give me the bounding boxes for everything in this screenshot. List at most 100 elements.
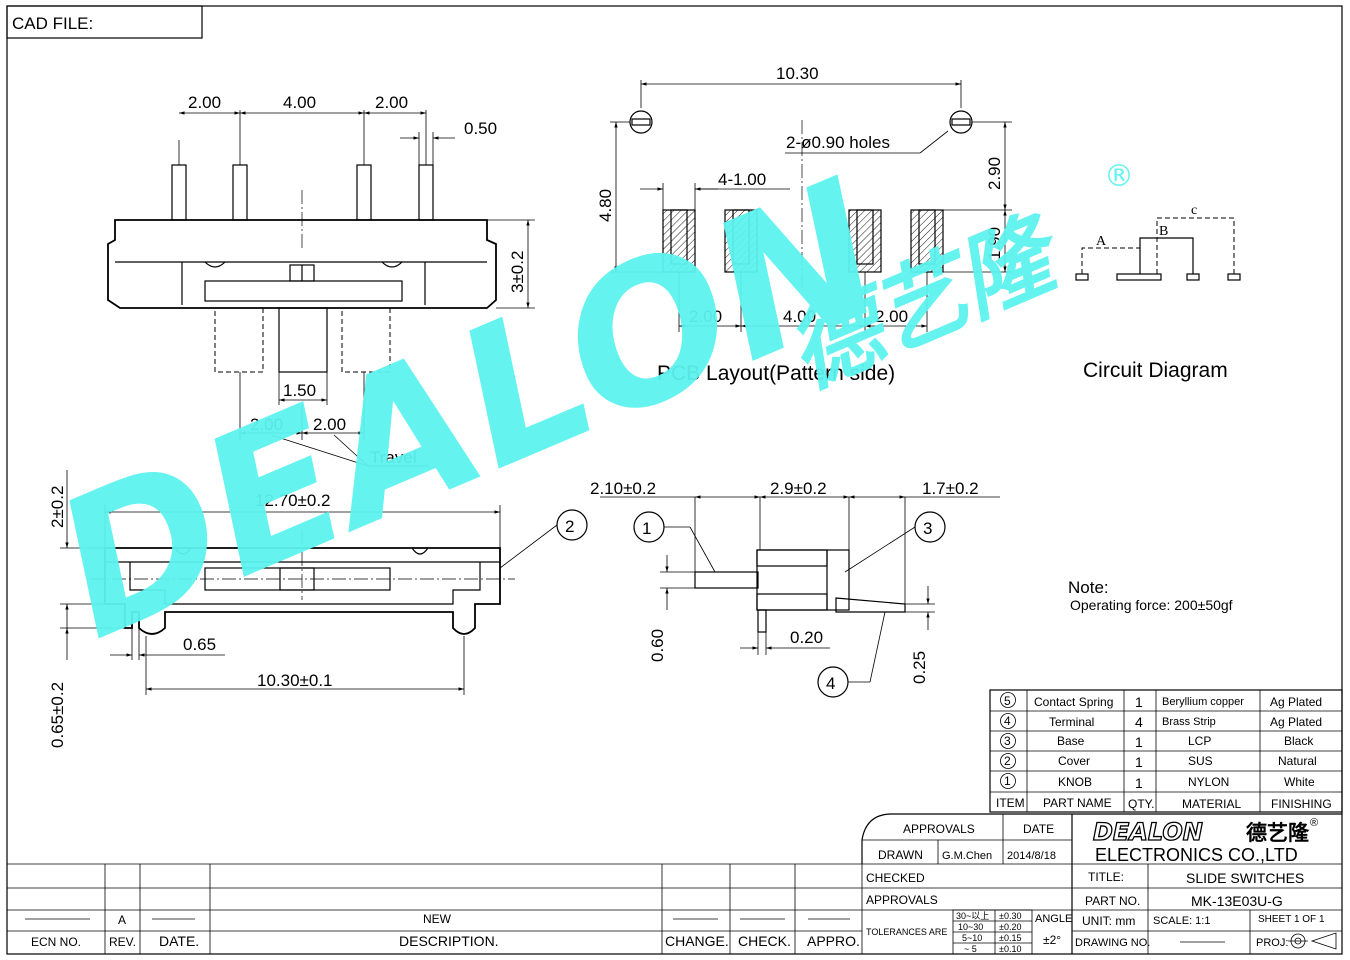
bom-header-material: MATERIAL xyxy=(1182,797,1241,811)
bom-header-item: ITEM xyxy=(996,796,1025,810)
tb-part-no-label: PART NO. xyxy=(1085,894,1140,908)
dim-top-bottom: 0.65±0.2 xyxy=(48,682,67,748)
tb-scale: SCALE: 1:1 xyxy=(1153,915,1210,927)
bom-item: 2 xyxy=(1004,754,1011,768)
tb-unit: UNIT: mm xyxy=(1082,914,1135,928)
bom-table: 5 Contact Spring 1 Beryllium copper Ag P… xyxy=(989,689,1343,813)
tb-title: SLIDE SWITCHES xyxy=(1186,870,1304,886)
bom-finishing: Natural xyxy=(1278,754,1317,768)
rev-header-description: DESCRIPTION. xyxy=(399,933,499,949)
bom-material: Beryllium copper xyxy=(1162,696,1244,708)
bom-item: 1 xyxy=(1004,774,1011,788)
projection-symbol-icon xyxy=(1288,932,1337,950)
note-text: Operating force: 200±50gf xyxy=(1070,597,1233,613)
bom-material: NYLON xyxy=(1188,775,1229,789)
tolerance-row: 5~10 ±0.15 xyxy=(962,933,1021,943)
tb-logo-latin: DEALON xyxy=(1093,818,1203,846)
tb-angle: ±2° xyxy=(1043,933,1061,947)
tb-company: ELECTRONICS CO.,LTD xyxy=(1095,845,1298,865)
tolerance-row: 10~30 ±0.20 xyxy=(958,922,1021,932)
rev-header-change: CHANGE. xyxy=(665,933,729,949)
tol-value: ±0.20 xyxy=(999,922,1021,932)
dim-pin-width: 0.50 xyxy=(464,119,497,138)
tb-drawn: DRAWN xyxy=(878,848,923,862)
tol-value: ±0.30 xyxy=(999,911,1021,921)
balloon-4: 4 xyxy=(826,674,835,693)
bom-qty: 1 xyxy=(1135,734,1143,750)
circuit-diagram: A B c Circuit Diagram xyxy=(1075,203,1241,382)
tb-drawing-no: DRAWING NO. xyxy=(1075,937,1150,949)
dim-top-height: 2±0.2 xyxy=(48,486,67,528)
bom-part: KNOB xyxy=(1058,775,1092,789)
rev-header-ecn: ECN NO. xyxy=(31,935,81,949)
bom-row: 1 KNOB 1 NYLON White xyxy=(1000,773,1315,791)
tol-range: 10~30 xyxy=(958,922,983,932)
dim-front-pin-1: 2.00 xyxy=(188,93,221,112)
tol-value: ±0.15 xyxy=(999,933,1021,943)
bom-qty: 4 xyxy=(1135,714,1143,730)
note-title: Note: xyxy=(1068,578,1109,597)
top-view: 12.70±0.2 2 2±0.2 0.65 10.30±0.1 0.65±0.… xyxy=(48,470,588,748)
circuit-label-b: B xyxy=(1159,224,1168,239)
circuit-label-a: A xyxy=(1096,234,1107,249)
circuit-label-c: c xyxy=(1191,203,1197,218)
dim-025: 0.25 xyxy=(910,651,929,684)
dim-holes: 2-ø0.90 holes xyxy=(786,133,890,152)
rev-letter: A xyxy=(118,913,126,927)
bom-finishing: Black xyxy=(1284,734,1314,748)
bom-row: 2 Cover 1 SUS Natural xyxy=(1000,753,1317,770)
dim-travel-2: 2.00 xyxy=(313,415,346,434)
tol-range: 5~10 xyxy=(962,933,982,943)
dim-pcb-spacing-2: 4.00 xyxy=(783,307,816,326)
tolerance-row: ~ 5 ±0.10 xyxy=(964,944,1021,954)
dim-top-length: 12.70±0.2 xyxy=(255,491,331,510)
bom-material: Brass Strip xyxy=(1162,716,1216,728)
bom-item: 4 xyxy=(1004,714,1011,728)
bom-material: LCP xyxy=(1188,734,1211,748)
front-view: 2.00 4.00 2.00 0.50 3±0.2 1.50 2.00 2.00… xyxy=(107,93,535,467)
dim-front-pin-2: 4.00 xyxy=(283,93,316,112)
bom-material: SUS xyxy=(1188,754,1213,768)
bom-finishing: Ag Plated xyxy=(1270,715,1322,729)
tb-approvals: APPROVALS xyxy=(903,822,975,836)
dim-front-pin-3: 2.00 xyxy=(375,93,408,112)
rev-header-date: DATE. xyxy=(159,933,199,949)
bom-row: 3 Base 1 LCP Black xyxy=(1000,733,1314,750)
bom-header-part: PART NAME xyxy=(1043,796,1112,810)
dim-pcb-spacing-1: 2.00 xyxy=(689,307,722,326)
dim-pad-width: 4-1.00 xyxy=(718,170,766,189)
dim-pad-height: 1.90 xyxy=(985,227,1004,260)
cad-file-label: CAD FILE: xyxy=(12,14,93,33)
bom-header-qty: QTY. xyxy=(1128,797,1154,811)
bom-part: Cover xyxy=(1058,754,1090,768)
bom-part: Contact Spring xyxy=(1034,695,1113,709)
dim-side-2: 2.9±0.2 xyxy=(770,479,827,498)
tol-value: ±0.10 xyxy=(999,944,1021,954)
tol-range: 30~以上 xyxy=(956,911,989,921)
dim-020: 0.20 xyxy=(790,628,823,647)
circuit-caption: Circuit Diagram xyxy=(1083,359,1228,382)
balloon-2: 2 xyxy=(565,517,574,536)
tb-approvals-2: APPROVALS xyxy=(866,893,938,907)
bom-row: 4 Terminal 4 Brass Strip Ag Plated xyxy=(1000,713,1322,730)
bom-item: 3 xyxy=(1004,734,1011,748)
title-block: APPROVALS DATE DRAWN G.M.Chen 2014/8/18 … xyxy=(861,813,1342,955)
tb-logo-cjk: 德艺隆 xyxy=(1246,821,1310,845)
dim-travel-1: 2.00 xyxy=(250,415,283,434)
tb-date: DATE xyxy=(1023,822,1054,836)
bom-finishing: Ag Plated xyxy=(1270,695,1322,709)
bom-item: 5 xyxy=(1004,694,1011,708)
dim-pcb-height: 4.80 xyxy=(596,189,615,222)
tb-drawn-by: G.M.Chen xyxy=(942,850,992,862)
travel-label: Travel xyxy=(370,448,417,467)
bom-header-finishing: FINISHING xyxy=(1271,797,1332,811)
dim-060: 0.60 xyxy=(648,629,667,662)
rev-description: NEW xyxy=(423,912,452,926)
tb-tolerances-label: TOLERANCES ARE xyxy=(866,927,947,937)
dim-side-1: 2.10±0.2 xyxy=(590,479,656,498)
balloon-3: 3 xyxy=(923,519,932,538)
rev-header-appro: APPRO. xyxy=(807,933,860,949)
tb-title-label: TITLE: xyxy=(1088,870,1124,884)
rev-header-rev: REV. xyxy=(109,935,136,949)
dim-height: 3±0.2 xyxy=(508,251,527,293)
